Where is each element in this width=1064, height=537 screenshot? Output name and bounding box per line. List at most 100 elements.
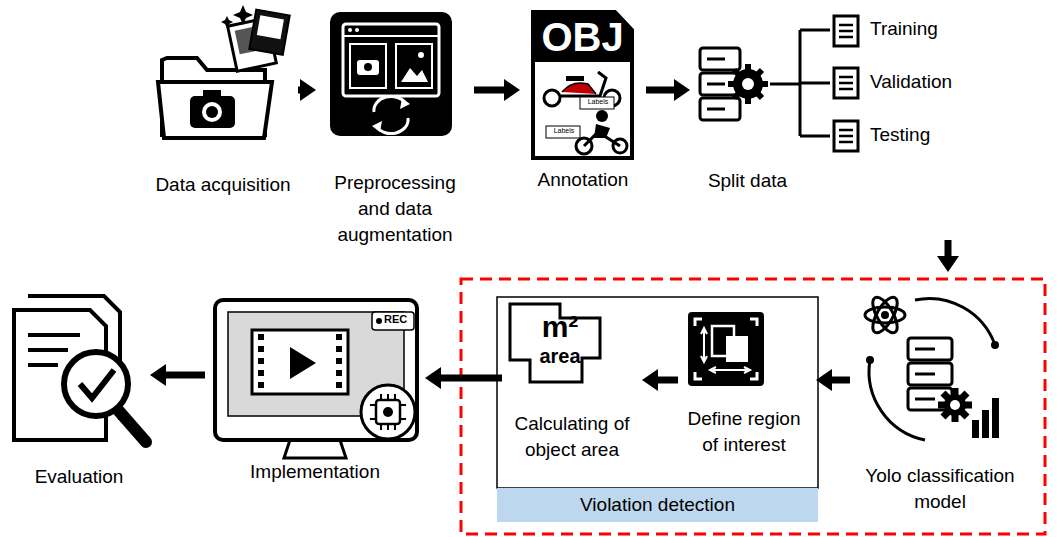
monitor-icon	[372, 312, 414, 330]
roi-icon	[695, 319, 757, 379]
roi-icon	[688, 312, 764, 386]
monitor-icon	[380, 424, 382, 430]
monitor-icon	[387, 394, 389, 400]
monitor-icon	[400, 404, 406, 406]
flow-arrow	[474, 79, 520, 101]
arrow-head	[150, 364, 166, 386]
arrow-head	[425, 367, 441, 389]
monitor-icon	[394, 424, 396, 430]
monitor-icon	[215, 300, 417, 440]
arrow-head	[674, 79, 690, 101]
scooter-sketch	[562, 83, 596, 94]
monitor-icon	[336, 370, 342, 376]
step-node: Preprocessing and data augmentation	[316, 10, 474, 249]
arrow-head	[504, 79, 520, 101]
split-data-icon	[734, 70, 762, 98]
flow-arrow	[642, 369, 678, 391]
split-data-icon	[728, 64, 768, 104]
split-data-icon	[839, 24, 853, 27]
folder-camera-icon	[221, 16, 233, 28]
preprocessing-icon	[418, 52, 424, 58]
model-icon	[943, 393, 967, 417]
folder-camera-icon	[158, 5, 290, 138]
evaluation-icon	[28, 333, 80, 337]
monitor-icon	[336, 334, 342, 340]
model-icon	[865, 307, 905, 323]
evaluation-icon	[28, 348, 68, 352]
monitor-icon	[361, 385, 415, 439]
split-data-icon	[742, 78, 754, 90]
preprocessing-icon	[355, 28, 359, 32]
split-data-icon	[834, 68, 858, 98]
model-icon	[972, 420, 979, 438]
split-data-icon	[834, 16, 858, 46]
scooter-sketch	[566, 76, 584, 81]
evaluation-icon	[80, 370, 114, 398]
unit-label: m²	[525, 310, 595, 345]
step-label: Preprocessing and data augmentation	[316, 170, 474, 249]
model-icon	[992, 398, 999, 438]
area-icon	[510, 304, 600, 382]
folder-camera-icon	[158, 82, 272, 138]
file-type-label: OBJ	[533, 14, 632, 60]
arrow-shaft	[657, 377, 678, 384]
split-data-icon	[839, 30, 853, 33]
monitor-icon	[336, 346, 342, 352]
preprocessing-icon	[350, 44, 386, 88]
split-data-icon	[834, 16, 858, 151]
split-data-icon	[734, 70, 762, 98]
split-data-icon	[839, 76, 853, 79]
monitor-icon	[383, 407, 393, 417]
model-icon	[915, 373, 935, 376]
tag-label: Labels	[582, 98, 614, 106]
split-data-icon	[700, 48, 740, 70]
monitor-icon	[336, 358, 342, 364]
model-icon	[972, 398, 999, 438]
band-label: Violation detection	[580, 492, 735, 518]
flow-arrow	[646, 79, 690, 101]
folder-camera-icon	[233, 5, 253, 25]
folder-camera-icon	[190, 96, 235, 128]
arrow-head	[300, 79, 316, 101]
model-icon	[868, 294, 902, 337]
arrow-shaft	[646, 87, 675, 94]
flow-arrow	[425, 367, 502, 389]
model-icon	[991, 341, 999, 349]
preprocessing-icon	[396, 44, 432, 88]
region-outline	[461, 279, 1045, 534]
scooter-sketch	[544, 90, 560, 106]
monitor-icon	[258, 334, 342, 388]
monitor-icon	[400, 418, 406, 420]
arrow-head	[937, 256, 959, 272]
split-label: Testing	[870, 124, 930, 146]
split-data-icon	[700, 98, 740, 120]
model-icon	[868, 294, 902, 337]
arrow-shaft	[165, 372, 205, 379]
split-data-icon	[770, 30, 830, 136]
step-label: Evaluation	[8, 464, 150, 490]
monitor-icon	[258, 334, 264, 340]
preprocessing-icon	[343, 24, 439, 96]
rec-label: REC	[384, 313, 407, 326]
step-label: Split data	[690, 168, 805, 194]
evaluation-icon	[14, 296, 146, 442]
group-frame	[497, 297, 818, 488]
preprocessing-icon	[330, 12, 452, 136]
model-node: Yolo classification model	[850, 272, 1030, 522]
model-icon	[943, 393, 967, 417]
step-node: Define region of interest	[678, 300, 816, 465]
split-data-icon	[839, 36, 853, 39]
split-data-icon	[839, 135, 853, 138]
roi-icon	[726, 336, 748, 362]
step-label: Implementation	[205, 459, 425, 485]
model-icon	[938, 388, 972, 422]
monitor-icon	[290, 347, 316, 379]
monitor-icon	[215, 300, 417, 458]
annotation-icon	[580, 97, 614, 109]
monitor-icon	[258, 370, 264, 376]
split-data-icon	[839, 88, 853, 91]
model-icon	[915, 349, 935, 399]
monitor-icon	[336, 382, 342, 388]
preprocessing-icon	[343, 35, 439, 37]
